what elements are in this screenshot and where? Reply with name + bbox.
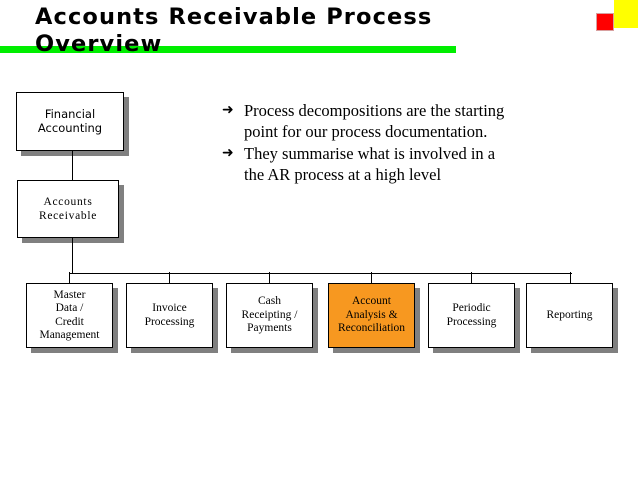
node-label: Master Data / Credit Management	[39, 288, 100, 342]
bullet-text: Process decompositions are the starting …	[244, 101, 505, 141]
arrow-bullet-icon: ➜	[222, 102, 234, 118]
node-label: Periodic Processing	[446, 302, 497, 328]
page-title: Accounts Receivable Process Overview	[35, 4, 433, 57]
node-label: Accounts Receivable	[38, 196, 98, 222]
arrow-bullet-icon: ➜	[222, 145, 234, 161]
bullet-text: They summarise what is involved in a the…	[244, 144, 496, 184]
connector-drop-periodic-processing	[471, 272, 473, 283]
node-periodic-processing[interactable]: Periodic Processing	[428, 283, 515, 348]
connector-fa-to-ar	[72, 151, 74, 180]
node-label: Account Analysis & Reconciliation	[337, 295, 406, 335]
node-label: Reporting	[546, 308, 593, 321]
connector-drop-cash-receipting	[269, 272, 271, 283]
bullet-item: ➜ Process decompositions are the startin…	[222, 100, 582, 142]
connector-drop-account-analysis	[371, 272, 373, 283]
bullet-item: ➜ They summarise what is involved in a t…	[222, 143, 582, 185]
node-cash-receipting-payments[interactable]: Cash Receipting / Payments	[226, 283, 313, 348]
connector-drop-master-data	[69, 272, 71, 283]
title-accent-bar	[0, 46, 456, 53]
yellow-square-decoration	[614, 0, 638, 28]
node-accounts-receivable[interactable]: Accounts Receivable	[17, 180, 119, 238]
node-master-data-credit-management[interactable]: Master Data / Credit Management	[26, 283, 113, 348]
node-label: Invoice Processing	[144, 302, 195, 328]
node-account-analysis-reconciliation[interactable]: Account Analysis & Reconciliation	[328, 283, 415, 348]
connector-horizontal-bus	[69, 272, 572, 274]
connector-drop-reporting	[570, 272, 572, 283]
connector-ar-to-bus	[72, 238, 74, 274]
node-label: Cash Receipting / Payments	[241, 295, 298, 335]
red-square-decoration	[596, 13, 614, 31]
bullet-list: ➜ Process decompositions are the startin…	[222, 100, 582, 186]
node-reporting[interactable]: Reporting	[526, 283, 613, 348]
node-label: Financial Accounting	[37, 107, 103, 135]
node-invoice-processing[interactable]: Invoice Processing	[126, 283, 213, 348]
node-financial-accounting[interactable]: Financial Accounting	[16, 92, 124, 151]
connector-drop-invoice-processing	[169, 272, 171, 283]
